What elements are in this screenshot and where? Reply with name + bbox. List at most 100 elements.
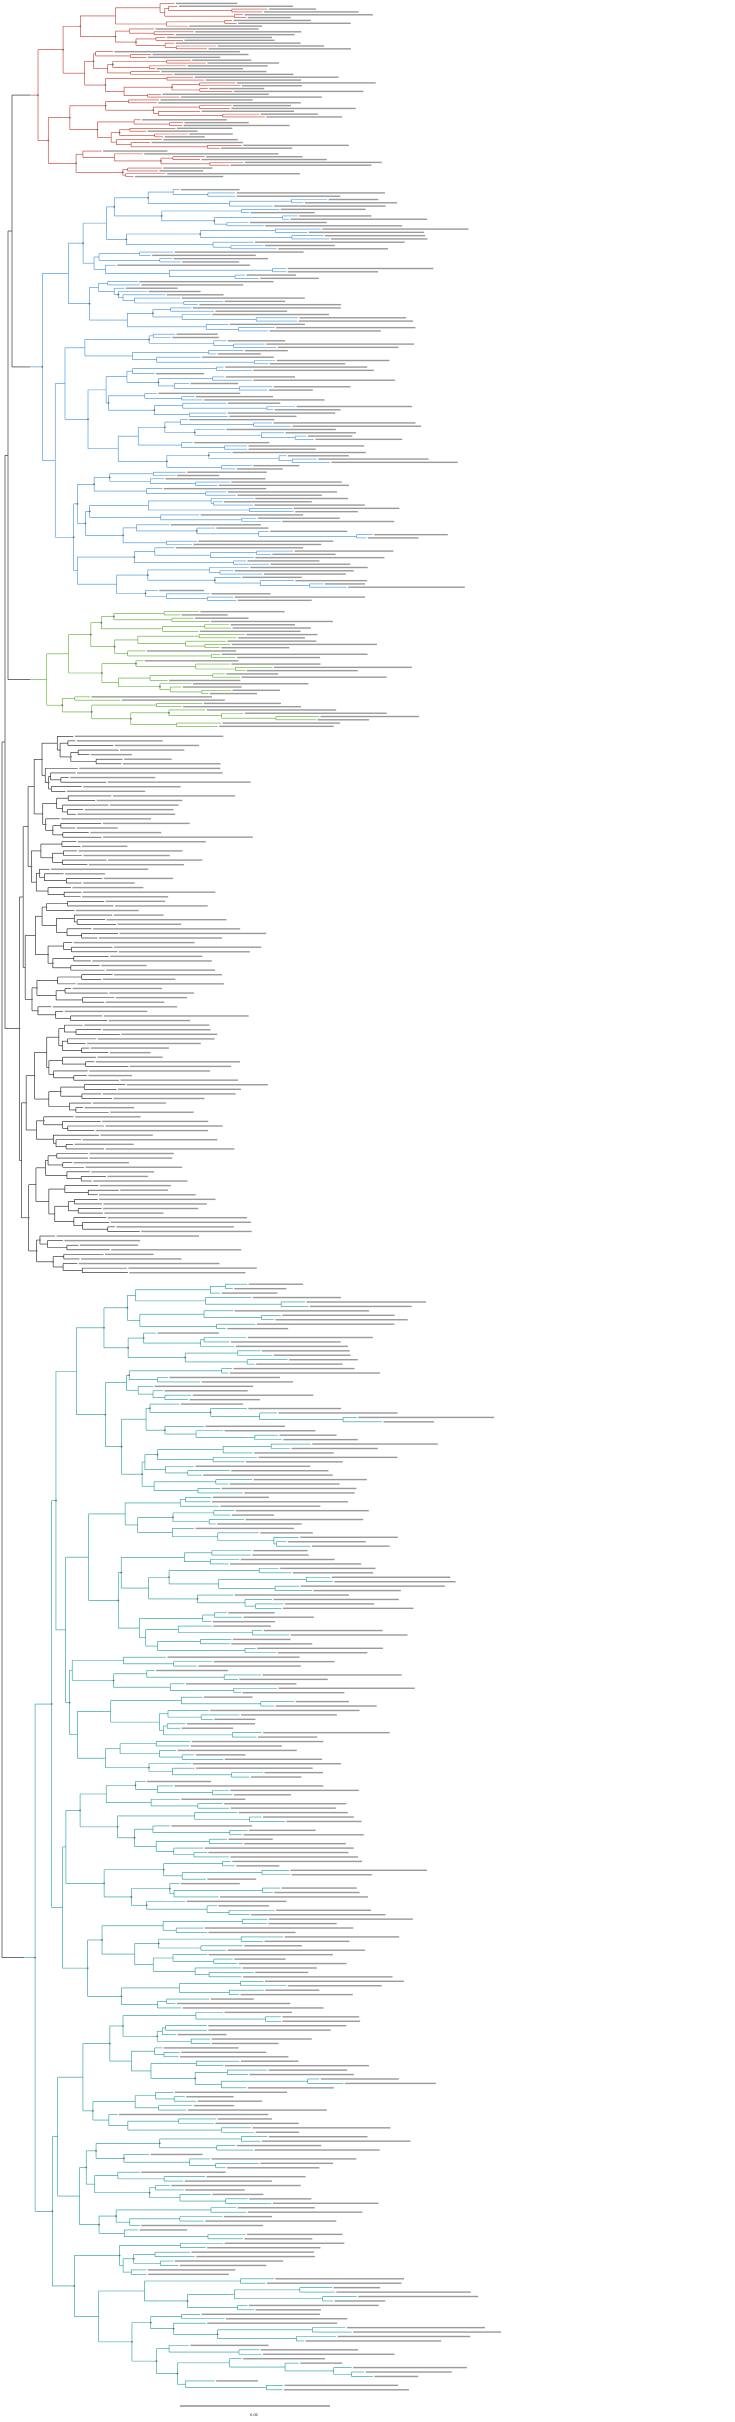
leaf-label-text-block: [186, 2096, 234, 2098]
leaf-label-text-block: [333, 2286, 381, 2289]
support-value-marker: [107, 402, 110, 404]
leaf-label-text-block: [201, 2313, 320, 2315]
leaf-label-text-block: [383, 1421, 435, 1423]
leaf-label-text-block: [156, 68, 244, 70]
leaf-label-text-block: [205, 2220, 337, 2222]
support-value-marker: [98, 2223, 100, 2226]
leaf-label-text-block: [257, 1647, 383, 1649]
leaf-label-text-block: [257, 517, 340, 519]
support-value-marker: [72, 536, 75, 539]
leaf-label-text-block: [254, 1452, 334, 1454]
leaf-label-text-block: [334, 2300, 386, 2302]
leaf-label-text-block: [176, 333, 218, 335]
leaf-label-text-block: [260, 277, 319, 280]
leaf-label-text-block: [291, 1874, 372, 1876]
leaf-label-text-block: [255, 1971, 309, 1974]
leaf-label-text-block: [98, 937, 222, 939]
leaf-label-text-block: [120, 1189, 169, 1191]
leaf-label-text-block: [179, 2264, 267, 2267]
leaf-label-text-block: [243, 1616, 314, 1618]
support-value-marker: [160, 215, 163, 217]
leaf-label-text-block: [210, 1709, 360, 1712]
leaf-label-text-block: [207, 2247, 321, 2249]
leaf-label-text-block: [194, 441, 270, 444]
support-value-marker: [149, 1407, 151, 1410]
leaf-label-text-block: [170, 524, 261, 526]
support-value-marker: [68, 1701, 71, 1704]
leaf-label-text-block: [245, 1518, 364, 1521]
leaf-label-text-block: [240, 1558, 335, 1561]
leaf-label-text-block: [114, 744, 200, 747]
leaf-label-text-block: [186, 1723, 256, 1725]
support-value-marker: [165, 460, 168, 463]
support-value-marker: [85, 2166, 88, 2169]
leaf-label-text-block: [273, 422, 416, 424]
support-value-marker: [142, 1337, 145, 1339]
leaf-label-text-block: [282, 520, 395, 523]
leaf-label-text-block: [79, 767, 221, 770]
leaf-label-text-block: [268, 2136, 368, 2138]
leaf-label-text-block: [266, 2282, 402, 2284]
leaf-label-text-block: [114, 973, 222, 976]
leaf-label-text-block: [331, 1576, 451, 1578]
support-value-marker: [55, 1499, 57, 1502]
leaf-label-text-block: [174, 1785, 324, 1787]
leaf-label-text-block: [236, 468, 283, 470]
leaf-label-text-block: [275, 1705, 377, 1707]
leaf-label-text-block: [88, 863, 185, 866]
leaf-label-text-block: [255, 497, 349, 500]
leaf-label-text-block: [171, 1825, 253, 1827]
leaf-label-text-block: [91, 696, 212, 698]
support-value-marker: [135, 662, 137, 665]
leaf-label-text-block: [299, 317, 407, 319]
leaf-label-text-block: [269, 8, 317, 10]
leaf-label-text-block: [231, 107, 356, 110]
leaf-label-text-block: [209, 692, 257, 695]
leaf-label-text-block: [65, 873, 106, 875]
support-value-marker: [199, 233, 202, 235]
leaf-label-text-block: [196, 1767, 313, 1769]
leaf-label-text-block: [226, 673, 279, 675]
leaf-label-text-block: [273, 1598, 399, 1601]
leaf-label-text-block: [217, 1523, 302, 1525]
leaf-label-text-block: [231, 1470, 329, 1472]
leaf-label-text-block: [200, 514, 304, 516]
leaf-label-text-block: [236, 1865, 280, 1867]
leaf-label-text-block: [274, 409, 341, 411]
leaf-label-text-block: [229, 1372, 380, 1374]
support-value-marker: [36, 986, 38, 989]
leaf-label-text-block: [277, 346, 399, 349]
leaf-label-text-block: [222, 722, 341, 724]
support-value-marker: [59, 749, 61, 751]
leaf-label-text-block: [211, 2158, 357, 2160]
leaf-label-text-block: [273, 1354, 351, 1356]
leaf-label-text-block: [144, 153, 279, 155]
support-value-marker: [145, 1904, 148, 1907]
leaf-label-text-block: [353, 2331, 502, 2333]
leaf-label-text-block: [84, 1024, 210, 1026]
support-value-marker: [18, 1027, 21, 1030]
support-value-marker: [171, 86, 173, 89]
leaf-label-text-block: [108, 1019, 191, 1022]
leaf-label-text-block: [234, 1958, 286, 1960]
support-value-marker: [41, 758, 43, 761]
leaf-label-text-block: [198, 540, 334, 542]
support-value-marker: [37, 94, 39, 97]
support-value-marker: [47, 781, 50, 784]
leaf-label-text-block: [156, 1669, 228, 1672]
leaf-label-text-block: [203, 1474, 333, 1476]
leaf-label-text-block: [230, 1563, 362, 1565]
leaf-label-text-block: [196, 2255, 315, 2258]
leaf-label-text-block: [250, 221, 327, 224]
support-value-marker: [103, 1882, 106, 1885]
leaf-label-text-block: [278, 1412, 398, 1414]
leaf-label-text-block: [190, 1745, 282, 1747]
leaf-label-text-block: [107, 1175, 149, 1178]
leaf-label-text-block: [300, 1536, 398, 1538]
leaf-label-text-block: [245, 349, 288, 352]
leaf-label-text-block: [283, 1438, 358, 1441]
leaf-label-text-block: [216, 527, 269, 529]
support-value-marker: [96, 128, 99, 131]
leaf-label-text-block: [166, 294, 224, 296]
